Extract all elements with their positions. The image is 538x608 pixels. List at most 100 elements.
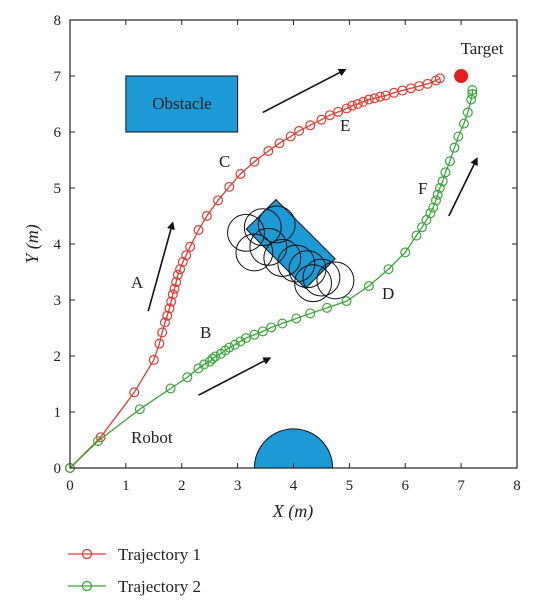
trajectory-1-point — [181, 250, 192, 261]
trajectory-2-point — [437, 176, 448, 187]
safety-circle — [263, 239, 302, 277]
trajectory-1-point — [166, 296, 177, 307]
obstacle-rect — [125, 75, 239, 133]
trajectory-2-point — [266, 322, 277, 333]
safety-circle — [243, 208, 282, 247]
safety-circle — [257, 205, 296, 244]
trajectory-1-point — [224, 181, 235, 192]
trajectory-1-point — [201, 211, 212, 222]
legend-label-trajectory-2: Trajectory 2 — [118, 577, 201, 596]
trajectory-2-point — [462, 107, 473, 118]
trajectory-1-point — [172, 269, 183, 280]
target-marker — [454, 69, 469, 83]
trajectory-1-point — [285, 131, 296, 142]
trajectory-2-point — [434, 183, 445, 194]
series-layer — [64, 69, 478, 474]
robot-label: Robot — [131, 428, 173, 447]
x-tick-label: 8 — [513, 478, 521, 494]
trajectory-1-point — [324, 110, 335, 121]
y-tick-label: 7 — [54, 69, 62, 85]
trajectory-1-point — [235, 169, 246, 180]
trajectory-2-point — [241, 333, 252, 344]
trajectory-2-point — [291, 313, 302, 324]
y-tick-label: 2 — [54, 349, 62, 365]
y-tick-label: 0 — [54, 461, 62, 477]
direction-arrow — [448, 157, 478, 217]
trajectory-2-point — [363, 281, 374, 292]
trajectory-2-point — [467, 84, 478, 95]
trajectory-2-point — [277, 318, 288, 329]
x-tick-label: 7 — [457, 478, 465, 494]
trajectory-2-point — [204, 356, 215, 367]
trajectory-2-point — [430, 195, 441, 206]
safety-circle — [288, 250, 327, 289]
trajectory-2-point — [425, 208, 436, 219]
trajectory-2-point — [417, 222, 428, 233]
trajectory-2-point — [440, 167, 451, 178]
x-tick-label: 2 — [178, 478, 186, 494]
trajectory-1-point — [159, 317, 170, 328]
trajectory-2-point — [411, 230, 422, 241]
trajectory-1-point — [129, 387, 140, 398]
legend-marker-trajectory-1 — [81, 548, 93, 560]
target-label: Target — [461, 39, 504, 58]
trajectory-2-point — [249, 329, 260, 340]
x-tick-label: 6 — [402, 478, 410, 494]
annotation-b: B — [200, 323, 211, 342]
trajectory-1-point — [422, 78, 433, 89]
trajectory-1-point — [249, 156, 260, 167]
trajectory-1-line — [69, 77, 441, 469]
trajectory-1-point — [333, 106, 344, 117]
safety-circle — [227, 213, 265, 252]
x-tick-label: 1 — [122, 478, 130, 494]
trajectory-2-point — [229, 339, 240, 350]
trajectory-1-point — [154, 338, 165, 349]
trajectory-2-point — [92, 436, 103, 447]
trajectory-1-point — [369, 93, 380, 104]
trajectory-1-point — [294, 125, 305, 136]
x-axis-label: X (m) — [272, 501, 313, 522]
trajectory-1-point — [434, 73, 445, 84]
safety-circle — [235, 233, 274, 272]
y-tick-label: 4 — [54, 237, 62, 253]
trajectory-2-point — [322, 302, 333, 313]
annotation-d: D — [382, 284, 394, 303]
trajectory-1-point — [305, 120, 316, 131]
direction-arrow — [198, 357, 272, 396]
safety-circle — [302, 258, 341, 297]
half-disk-obstacle — [253, 428, 334, 469]
annotation-f: F — [418, 179, 427, 198]
legend-marker-trajectory-2 — [81, 580, 93, 592]
trajectory-2-point — [235, 336, 246, 347]
trajectory-2-point — [224, 342, 235, 353]
x-tick-label: 0 — [66, 478, 74, 494]
trajectory-2-point — [428, 202, 439, 213]
trajectory-2-point — [257, 326, 268, 337]
y-tick-label: 5 — [54, 181, 62, 197]
trajectory-2-point — [199, 359, 210, 370]
trajectory-1-point — [171, 277, 182, 288]
legend-label-trajectory-1: Trajectory 1 — [118, 545, 201, 564]
safety-circle — [316, 261, 355, 300]
trajectory-2-point — [165, 383, 176, 394]
direction-arrows — [147, 68, 478, 396]
trajectory-2-point — [444, 156, 455, 167]
x-tick-label: 4 — [290, 478, 298, 494]
y-tick-label: 8 — [54, 13, 62, 29]
trajectory-1-point — [213, 195, 224, 206]
trajectory-1-point — [358, 96, 369, 107]
trajectory-1-point — [162, 310, 173, 321]
trajectory-1-point — [341, 103, 352, 114]
trajectory-2-point — [432, 189, 443, 200]
trajectory-2-point — [466, 94, 477, 105]
trajectory-1-point — [263, 146, 274, 157]
obstacle-label: Obstacle — [152, 94, 211, 113]
trajectory-2-point — [134, 404, 145, 415]
x-tick-label: 5 — [346, 478, 354, 494]
trajectory-1-point — [185, 241, 196, 252]
y-axis-label: Y (m) — [22, 224, 43, 264]
trajectory-1-point — [157, 327, 168, 338]
shapes-layer — [125, 75, 336, 469]
trajectory-1-point — [164, 303, 175, 314]
